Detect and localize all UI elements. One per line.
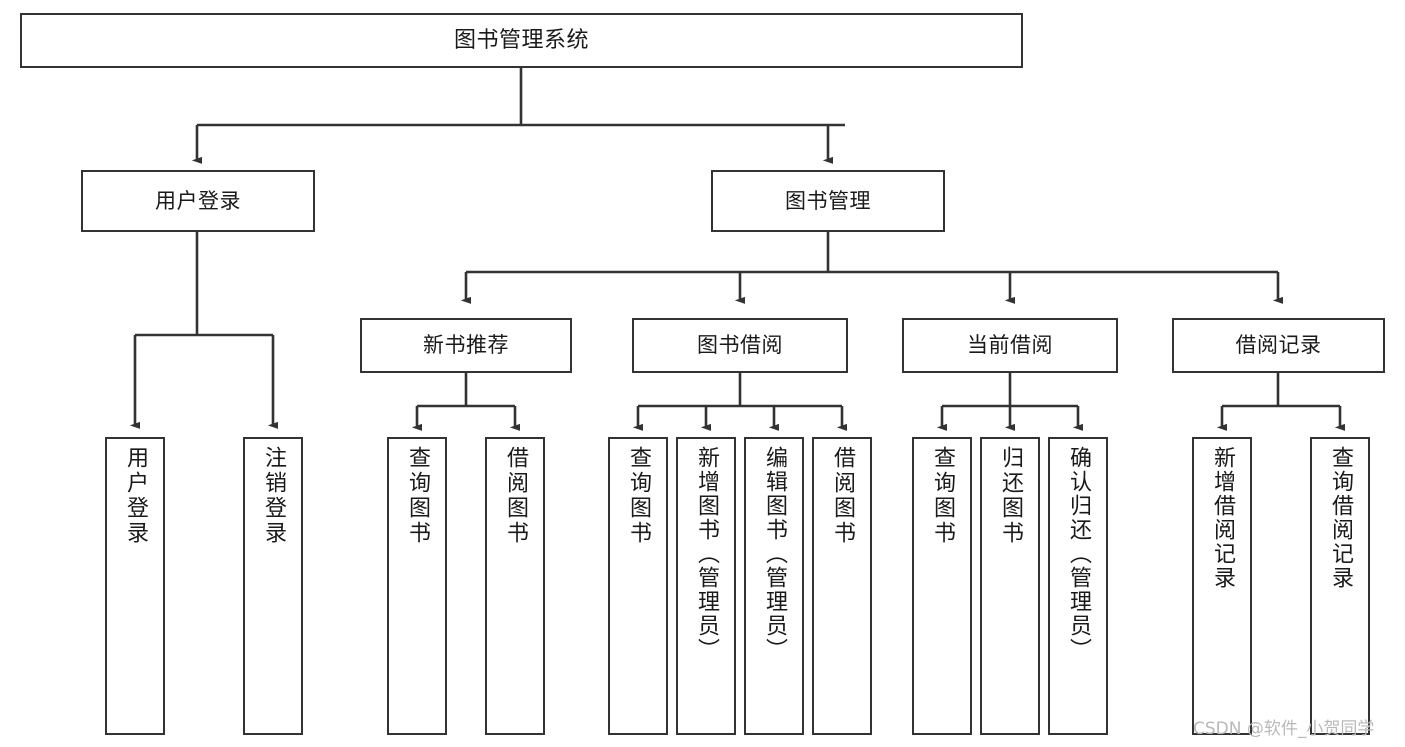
node-leaf-return-book-label: 归还图书 <box>998 446 1023 546</box>
node-leaf-add-record-label: 新增借阅记录 <box>1210 446 1235 590</box>
node-book-borrow-label: 图书借阅 <box>697 333 783 358</box>
node-leaf-query-book-2-label: 查询图书 <box>626 446 651 546</box>
node-leaf-confirm-return[interactable]: 确认归还（管理员） <box>1048 437 1108 735</box>
node-user-login[interactable]: 用户登录 <box>81 170 315 232</box>
node-leaf-edit-book-label: 编辑图书（管理员） <box>762 446 787 662</box>
node-leaf-query-book-2[interactable]: 查询图书 <box>608 437 668 735</box>
node-leaf-confirm-return-label: 确认归还（管理员） <box>1066 446 1091 662</box>
node-leaf-add-record[interactable]: 新增借阅记录 <box>1192 437 1252 735</box>
node-leaf-user-login[interactable]: 用户登录 <box>105 437 165 735</box>
node-leaf-query-record[interactable]: 查询借阅记录 <box>1310 437 1370 735</box>
node-leaf-logout-login-label: 注销登录 <box>261 446 286 546</box>
node-root-label: 图书管理系统 <box>453 27 589 53</box>
node-leaf-user-login-label: 用户登录 <box>123 446 148 546</box>
node-new-book-recommend[interactable]: 新书推荐 <box>360 318 572 373</box>
node-leaf-borrow-book-2[interactable]: 借阅图书 <box>812 437 872 735</box>
node-borrow-record-label: 借阅记录 <box>1235 333 1322 358</box>
node-leaf-borrow-book-1[interactable]: 借阅图书 <box>485 437 545 735</box>
node-leaf-edit-book[interactable]: 编辑图书（管理员） <box>744 437 804 735</box>
node-leaf-borrow-book-2-label: 借阅图书 <box>830 446 855 546</box>
node-book-borrow[interactable]: 图书借阅 <box>632 318 848 373</box>
node-leaf-add-book-label: 新增图书（管理员） <box>694 446 719 662</box>
node-root[interactable]: 图书管理系统 <box>20 13 1023 68</box>
node-leaf-query-book-3[interactable]: 查询图书 <box>912 437 972 735</box>
node-current-borrow-label: 当前借阅 <box>967 333 1053 358</box>
node-leaf-query-book-1-label: 查询图书 <box>405 446 430 546</box>
node-leaf-query-book-1[interactable]: 查询图书 <box>387 437 447 735</box>
node-borrow-record[interactable]: 借阅记录 <box>1172 318 1385 373</box>
node-leaf-add-book[interactable]: 新增图书（管理员） <box>676 437 736 735</box>
node-leaf-query-book-3-label: 查询图书 <box>930 446 955 546</box>
node-book-manage-label: 图书管理 <box>785 188 871 213</box>
node-leaf-return-book[interactable]: 归还图书 <box>980 437 1040 735</box>
node-current-borrow[interactable]: 当前借阅 <box>902 318 1118 373</box>
node-leaf-borrow-book-1-label: 借阅图书 <box>503 446 528 546</box>
node-new-book-recommend-label: 新书推荐 <box>423 333 509 358</box>
csdn-watermark: CSDN @软件_小贺同学 <box>1193 719 1375 739</box>
node-leaf-logout-login[interactable]: 注销登录 <box>243 437 303 735</box>
node-leaf-query-record-label: 查询借阅记录 <box>1328 446 1353 590</box>
node-book-manage[interactable]: 图书管理 <box>711 170 945 232</box>
node-user-login-label: 用户登录 <box>155 188 241 213</box>
